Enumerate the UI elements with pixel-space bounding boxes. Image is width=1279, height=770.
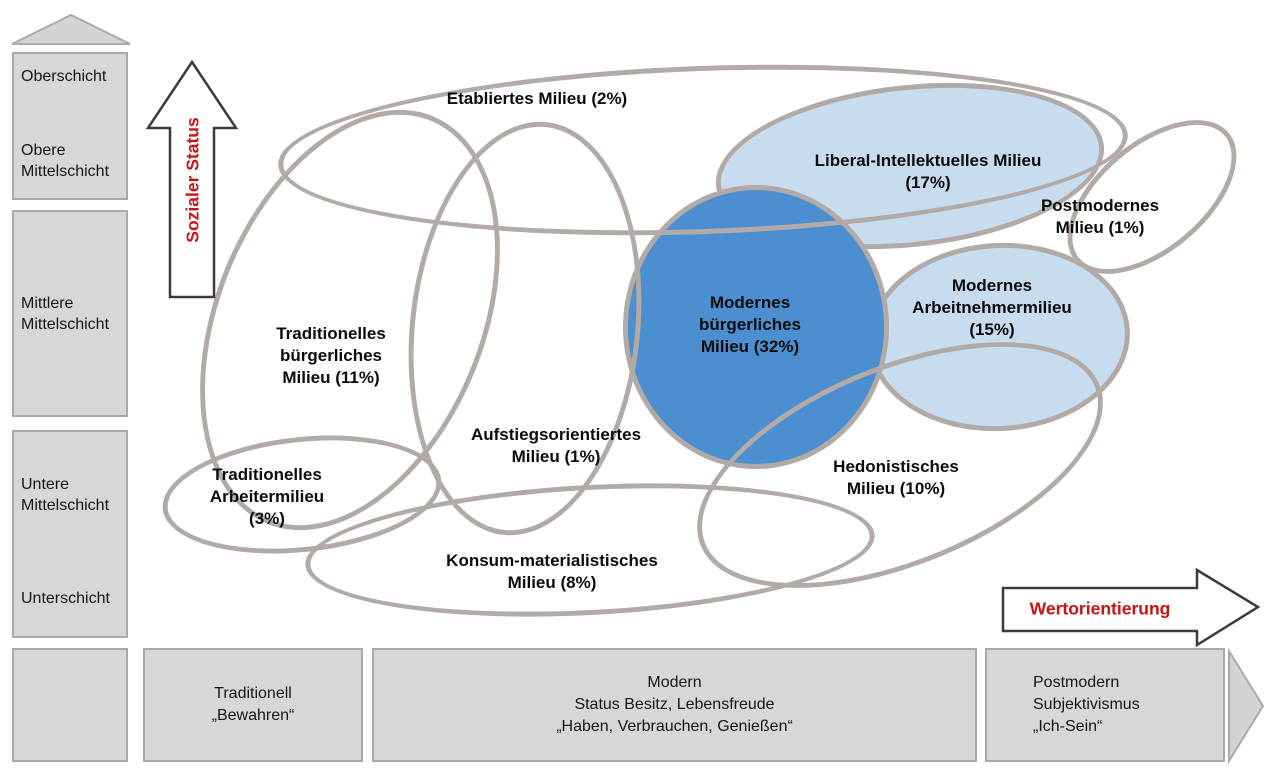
label-aufstiegsorientiertes-milieu: Aufstiegsorientiertes Milieu (1%) [470, 425, 642, 466]
value-category-modern: Modern Status Besitz, Lebensfreude „Habe… [556, 674, 793, 735]
status-level-untere-mittelschicht: Untere Mittelschicht [21, 476, 110, 514]
label-etabliertes-milieu: Etabliertes Milieu (2%) [446, 89, 628, 108]
label-traditionelles-buergerliches-milieu: Traditionelles bürgerliches Milieu (11%) [276, 324, 386, 387]
status-axis-box-lower: Untere Mittelschicht Unterschicht [12, 430, 128, 638]
label-konsum-materialistisches-milieu: Konsum-materialistisches Milieu (8%) [446, 551, 658, 592]
label-hedonistisches-milieu: Hedonistisches Milieu (10%) [833, 457, 959, 498]
status-level-unterschicht: Unterschicht [21, 590, 110, 607]
value-category-postmodern: Postmodern Subjektivismus „Ich-Sein“ [1033, 674, 1140, 735]
ellipse-modernes-buergerliches-milieu [623, 185, 889, 469]
label-modernes-buergerliches-milieu: Modernes bürgerliches Milieu (32%) [698, 293, 802, 356]
status-level-oberschicht: Oberschicht [21, 68, 107, 85]
status-axis-box-upper: Oberschicht Obere Mittelschicht [12, 52, 128, 200]
status-axis-top-triangle-icon [11, 13, 131, 45]
label-modernes-arbeitnehmermilieu: Modernes Arbeitnehmermilieu (15%) [912, 276, 1072, 339]
value-axis-caption: Wertorientierung [1029, 598, 1171, 619]
status-axis-box-empty [12, 648, 128, 762]
status-level-obere-mittelschicht: Obere Mittelschicht [21, 142, 110, 180]
status-axis-box-middle: Mittlere Mittelschicht [12, 210, 128, 417]
label-liberal-intellektuelles-milieu: Liberal-Intellektuelles Milieu (17%) [814, 151, 1042, 192]
value-axis-right-triangle-icon [1228, 647, 1265, 765]
status-axis-caption: Sozialer Status [182, 117, 203, 243]
value-axis-box-postmodern: Postmodern Subjektivismus „Ich-Sein“ [985, 648, 1225, 762]
status-level-mittlere-mittelschicht: Mittlere Mittelschicht [21, 294, 110, 333]
label-traditionelles-arbeitermilieu: Traditionelles Arbeitermilieu (3%) [209, 465, 325, 528]
value-category-traditionell: Traditionell „Bewahren“ [211, 685, 295, 724]
label-postmodernes-milieu: Postmodernes Milieu (1%) [1040, 196, 1160, 237]
value-axis-box-modern: Modern Status Besitz, Lebensfreude „Habe… [372, 648, 977, 762]
value-axis-box-traditionell: Traditionell „Bewahren“ [143, 648, 363, 762]
